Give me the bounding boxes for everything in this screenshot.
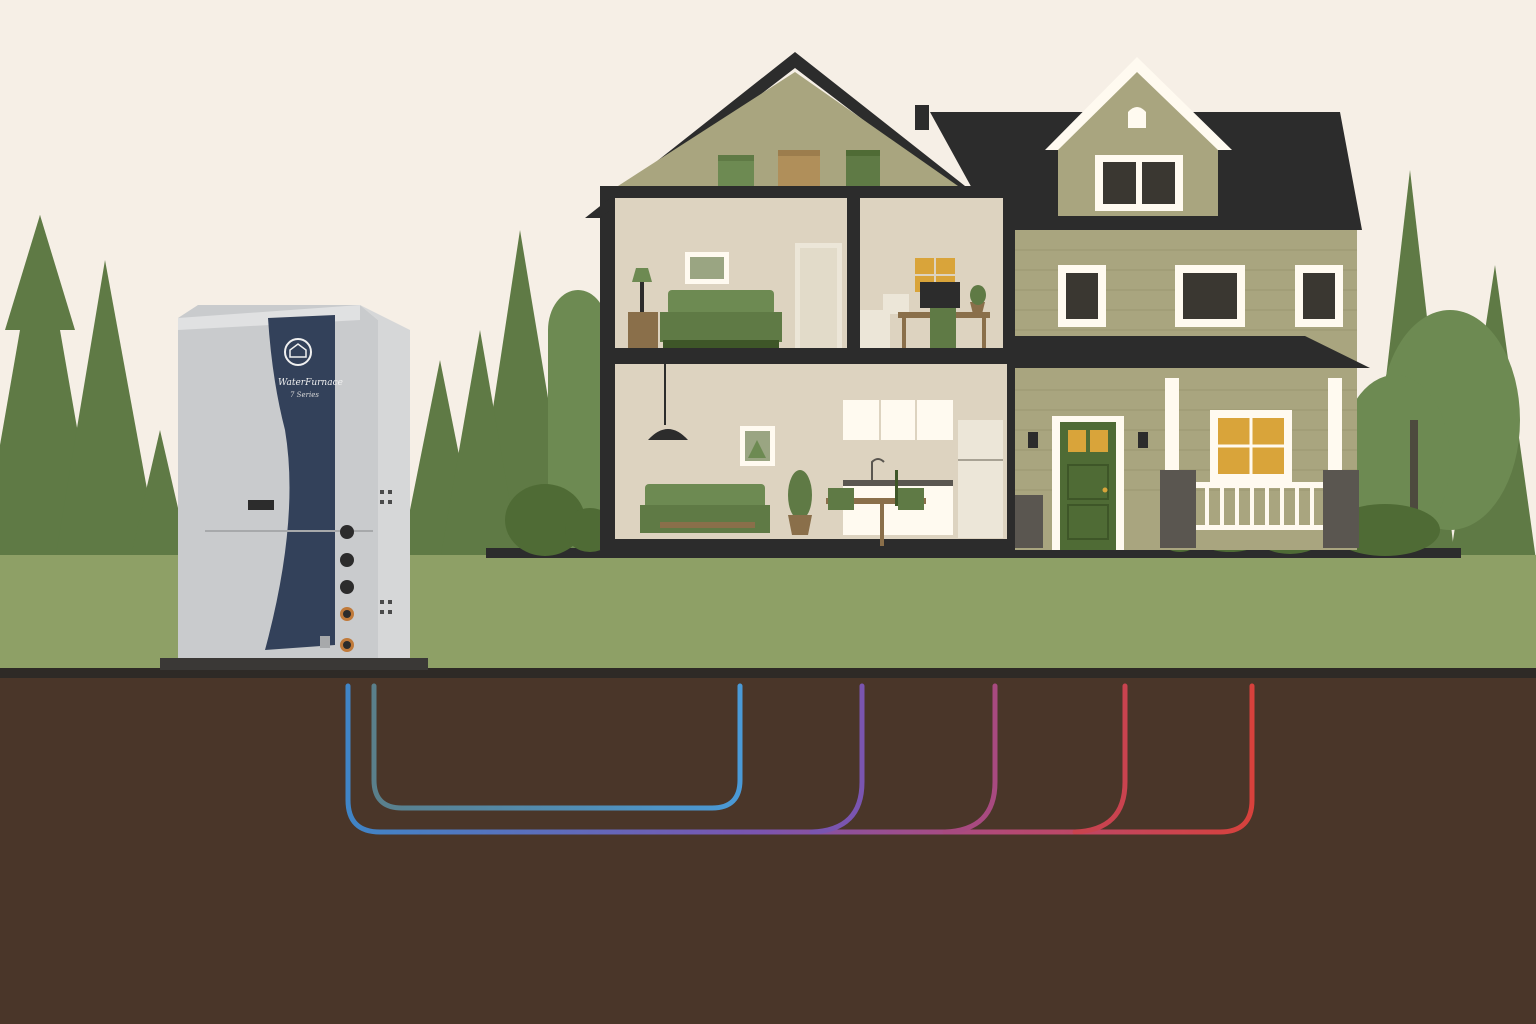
ground-loop-pipes [345,683,1255,835]
unit-brand-label: WaterFurnace [278,378,343,388]
house-logo-icon [284,338,312,366]
house-slab [486,548,1461,558]
house-cutaway [585,52,1015,550]
house-right-wing [915,57,1370,550]
unit-model-label: 7 Series [290,391,319,399]
soil [0,678,1536,1024]
trees-right [1340,170,1536,560]
ground-line [0,668,1536,678]
heat-pump-unit: WaterFurnace 7 Series [160,305,428,670]
